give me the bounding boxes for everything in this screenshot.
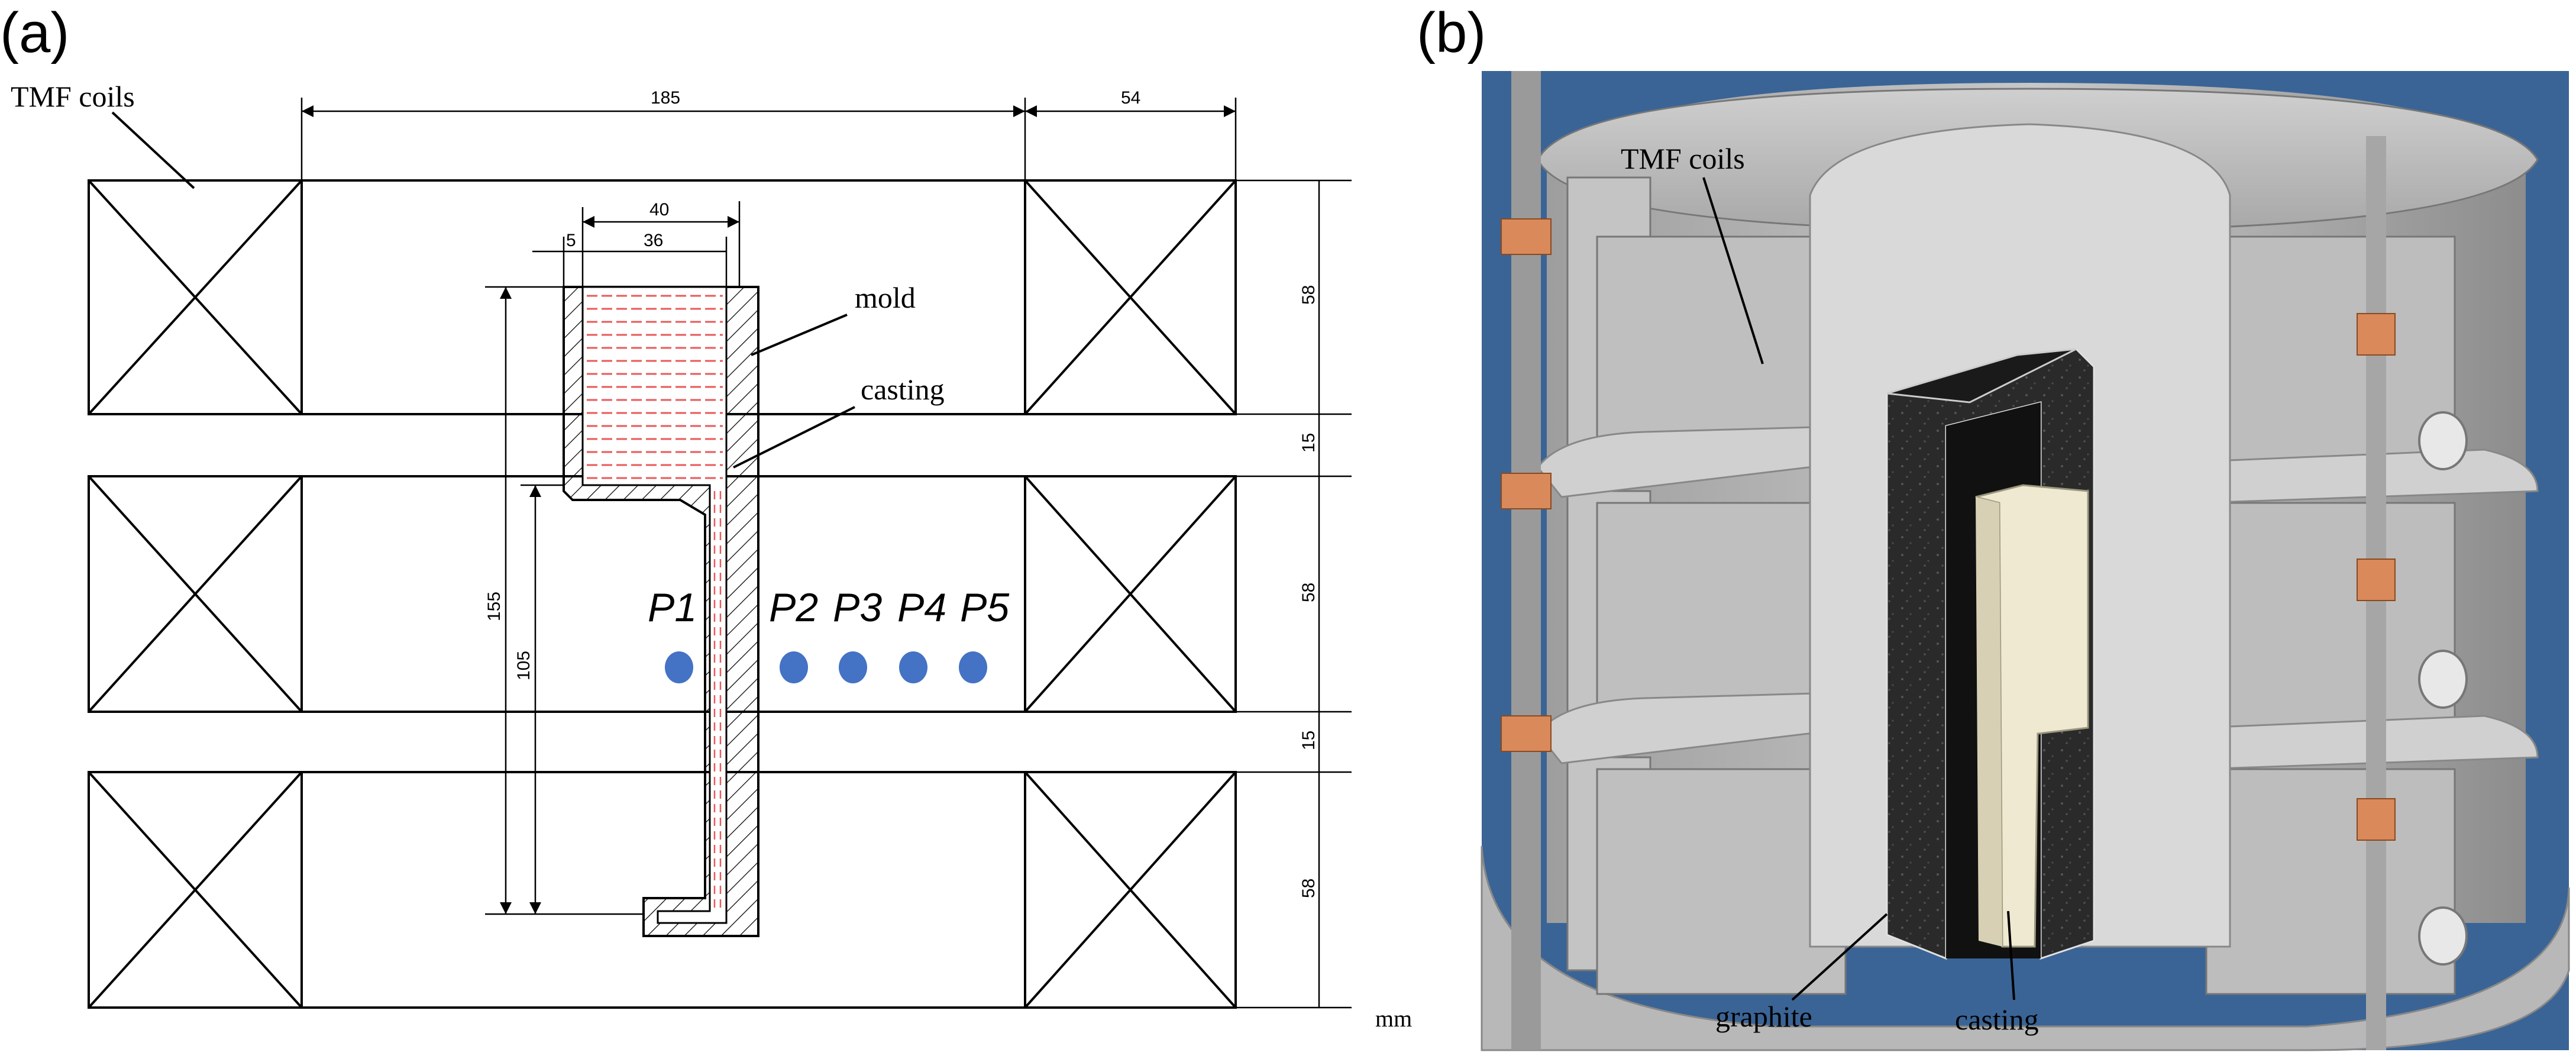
dim-15-top: 15	[1299, 433, 1318, 453]
panel-a-label: (a)	[0, 1, 69, 64]
coil-left-bottom	[88, 771, 303, 1009]
dim-mold: 40 5 36	[532, 200, 741, 287]
dim-top: 185 54	[300, 88, 1237, 180]
coil-left-top	[88, 179, 303, 415]
base-plate	[1481, 845, 2570, 1051]
point-p5	[959, 651, 987, 683]
dim-36: 36	[644, 231, 663, 250]
panel-b-label: (b)	[1417, 1, 1486, 64]
point-p1	[665, 651, 693, 683]
dim-58-top: 58	[1299, 285, 1318, 305]
dim-185: 185	[651, 88, 680, 108]
point-p2	[780, 651, 808, 683]
graphite-leader	[1791, 913, 1888, 1001]
tmf-coils-label-b: TMF coils	[1621, 142, 1745, 175]
coil-right-bottom	[1024, 771, 1237, 1009]
copper-nut-2	[1501, 473, 1552, 509]
mold-leader	[751, 314, 848, 356]
dim-54: 54	[1121, 88, 1140, 108]
casting-label-b: casting	[1955, 1003, 2039, 1036]
probe-points: P1 P2 P3 P4 P5	[648, 585, 1009, 683]
casting-leader-a	[733, 406, 855, 469]
dim-58-mid: 58	[1299, 583, 1318, 602]
point-p3	[839, 651, 867, 683]
coil-rings	[1537, 88, 2539, 995]
dim-right: 58 15 58 15 58	[1236, 179, 1352, 1009]
threaded-rods	[1501, 71, 2396, 1050]
dim-105: 105	[514, 651, 534, 680]
dim-58-bottom: 58	[1299, 879, 1318, 898]
casting-leader-b	[2007, 911, 2015, 1000]
dim-155: 155	[484, 592, 504, 621]
coil-right-middle	[1024, 475, 1237, 713]
point-label-p1: P1	[648, 585, 697, 630]
panel-b: (b)	[1417, 1, 2570, 1051]
point-label-p2: P2	[769, 585, 818, 630]
graphite-label: graphite	[1715, 1000, 1812, 1033]
casting-part	[1975, 484, 2089, 948]
coil-connectors-b	[2418, 411, 2468, 966]
dim-40: 40	[649, 200, 669, 219]
point-label-p3: P3	[833, 585, 882, 630]
panel-a: (a) TMF coils	[0, 1, 1412, 1032]
mold-section	[563, 286, 759, 937]
copper-nut-3	[1501, 715, 1552, 752]
tmf-coils-leader-b	[1702, 177, 1764, 364]
unit-label: mm	[1375, 1005, 1412, 1032]
point-label-p5: P5	[960, 585, 1009, 630]
coil-right-top	[1024, 179, 1237, 415]
dim-15-bottom: 15	[1299, 731, 1318, 750]
tmf-coils-leader-a	[111, 111, 195, 189]
dim-5: 5	[566, 231, 576, 250]
tmf-coils-label-a: TMF coils	[11, 80, 135, 113]
dim-mold-left: 155 105	[484, 286, 644, 915]
copper-nut-1	[1501, 218, 1552, 255]
casting-label-a: casting	[861, 373, 945, 406]
point-p4	[899, 651, 927, 683]
mold-label: mold	[855, 281, 916, 314]
coil-left-middle	[88, 475, 303, 713]
point-label-p4: P4	[897, 585, 946, 630]
